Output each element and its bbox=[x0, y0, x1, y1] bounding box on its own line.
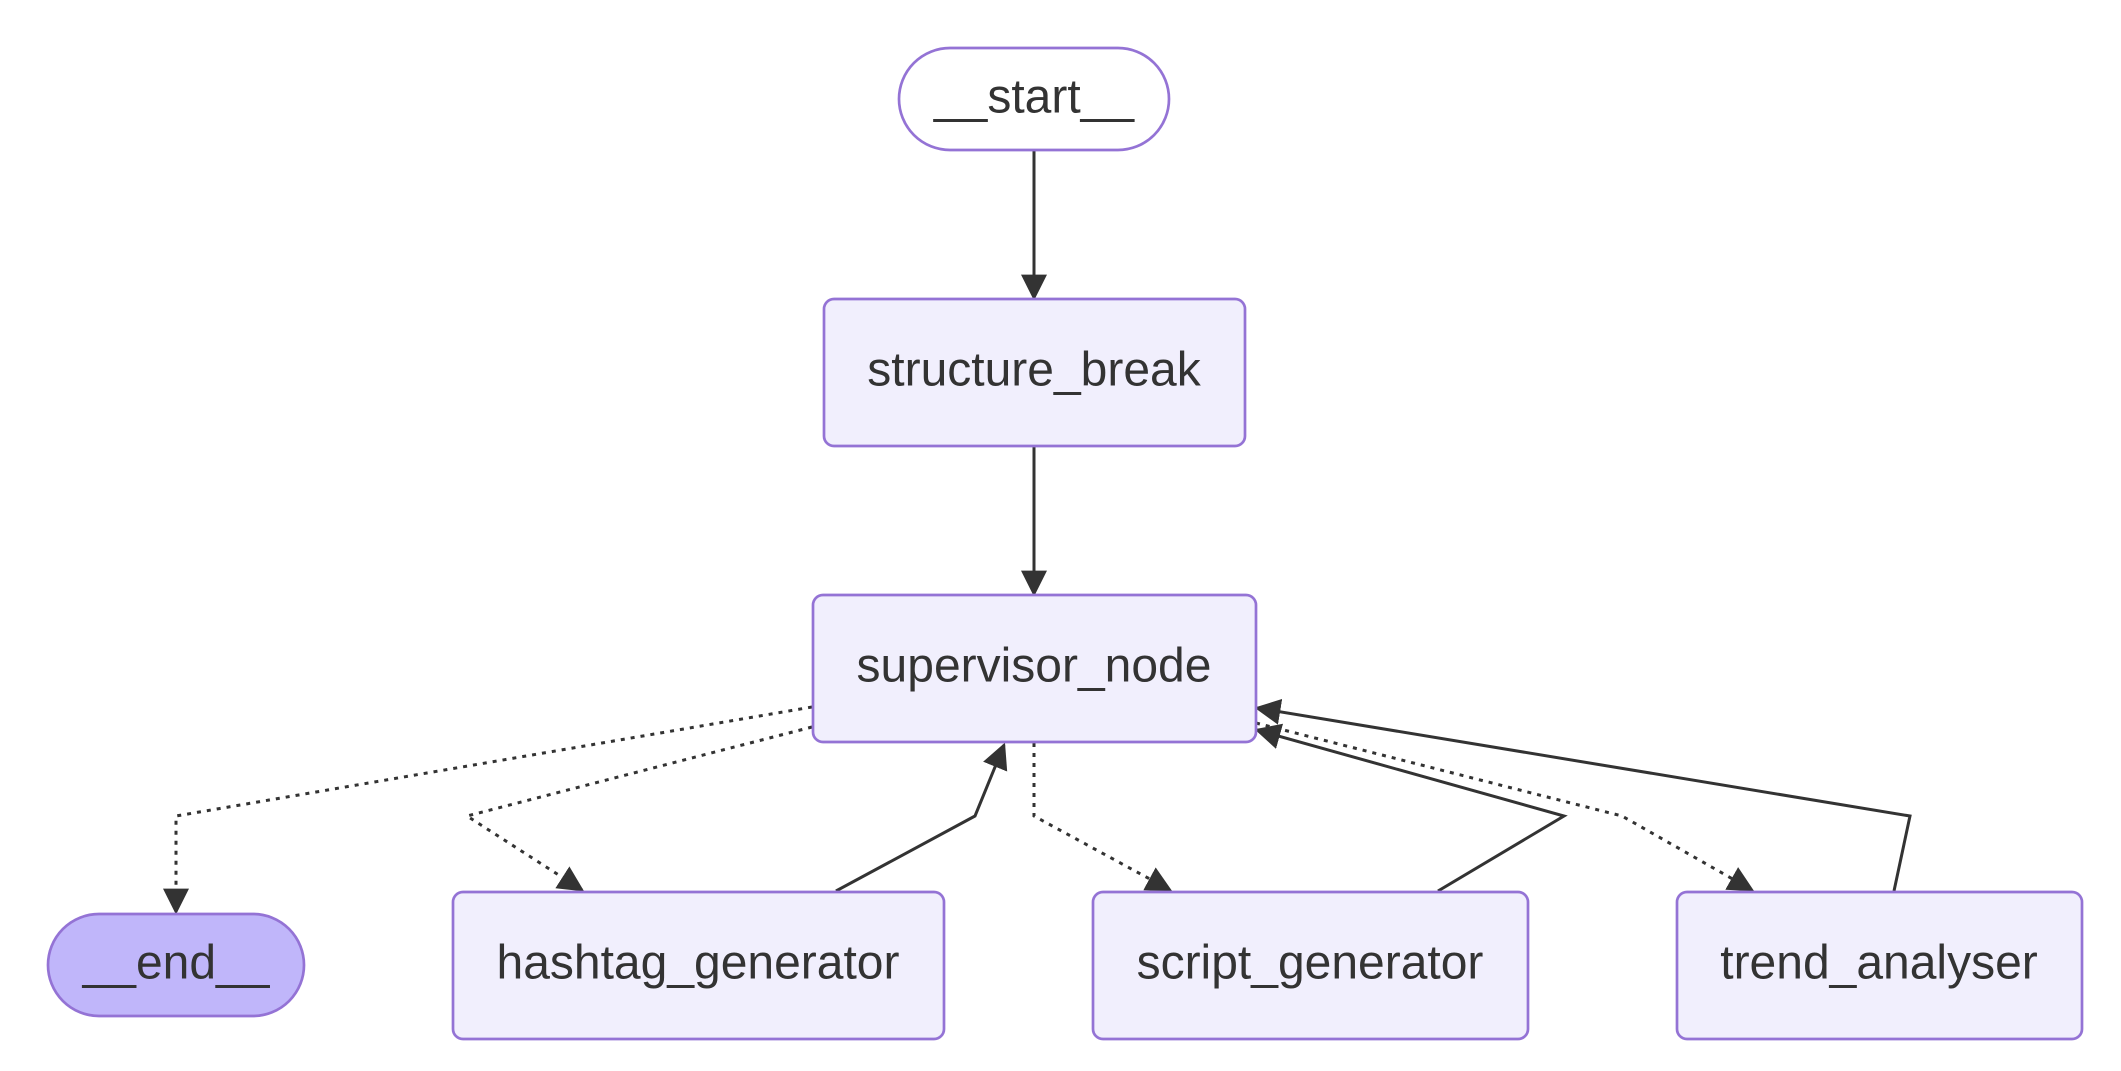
node-start-label: __start__ bbox=[933, 71, 1135, 124]
node-supervisor[interactable]: supervisor_node bbox=[811, 593, 1258, 744]
node-trend-analyser[interactable]: trend_analyser bbox=[1675, 890, 2084, 1041]
node-end[interactable]: __end__ bbox=[46, 912, 306, 1018]
node-supervisor-label: supervisor_node bbox=[857, 640, 1212, 693]
node-hashtag-generator-label: hashtag_generator bbox=[497, 937, 900, 990]
edge-script-generator-to-supervisor bbox=[1254, 723, 1568, 893]
edge-supervisor-to-hashtag-generator bbox=[463, 725, 813, 892]
node-script-generator-label: script_generator bbox=[1137, 937, 1484, 990]
node-script-generator[interactable]: script_generator bbox=[1091, 890, 1530, 1041]
node-structure-break-label: structure_break bbox=[867, 344, 1201, 397]
edge-supervisor-to-end bbox=[163, 705, 813, 915]
node-trend-analyser-label: trend_analyser bbox=[1720, 937, 2038, 990]
node-structure-break[interactable]: structure_break bbox=[822, 297, 1247, 448]
edges bbox=[163, 150, 1912, 915]
node-start[interactable]: __start__ bbox=[897, 46, 1171, 152]
node-end-label: __end__ bbox=[82, 937, 271, 990]
edge-hashtag-generator-to-supervisor bbox=[835, 742, 1008, 893]
node-hashtag-generator[interactable]: hashtag_generator bbox=[451, 890, 946, 1041]
edge-trend-analyser-to-supervisor bbox=[1254, 698, 1912, 892]
edge-supervisor-to-script-generator bbox=[1032, 743, 1173, 892]
